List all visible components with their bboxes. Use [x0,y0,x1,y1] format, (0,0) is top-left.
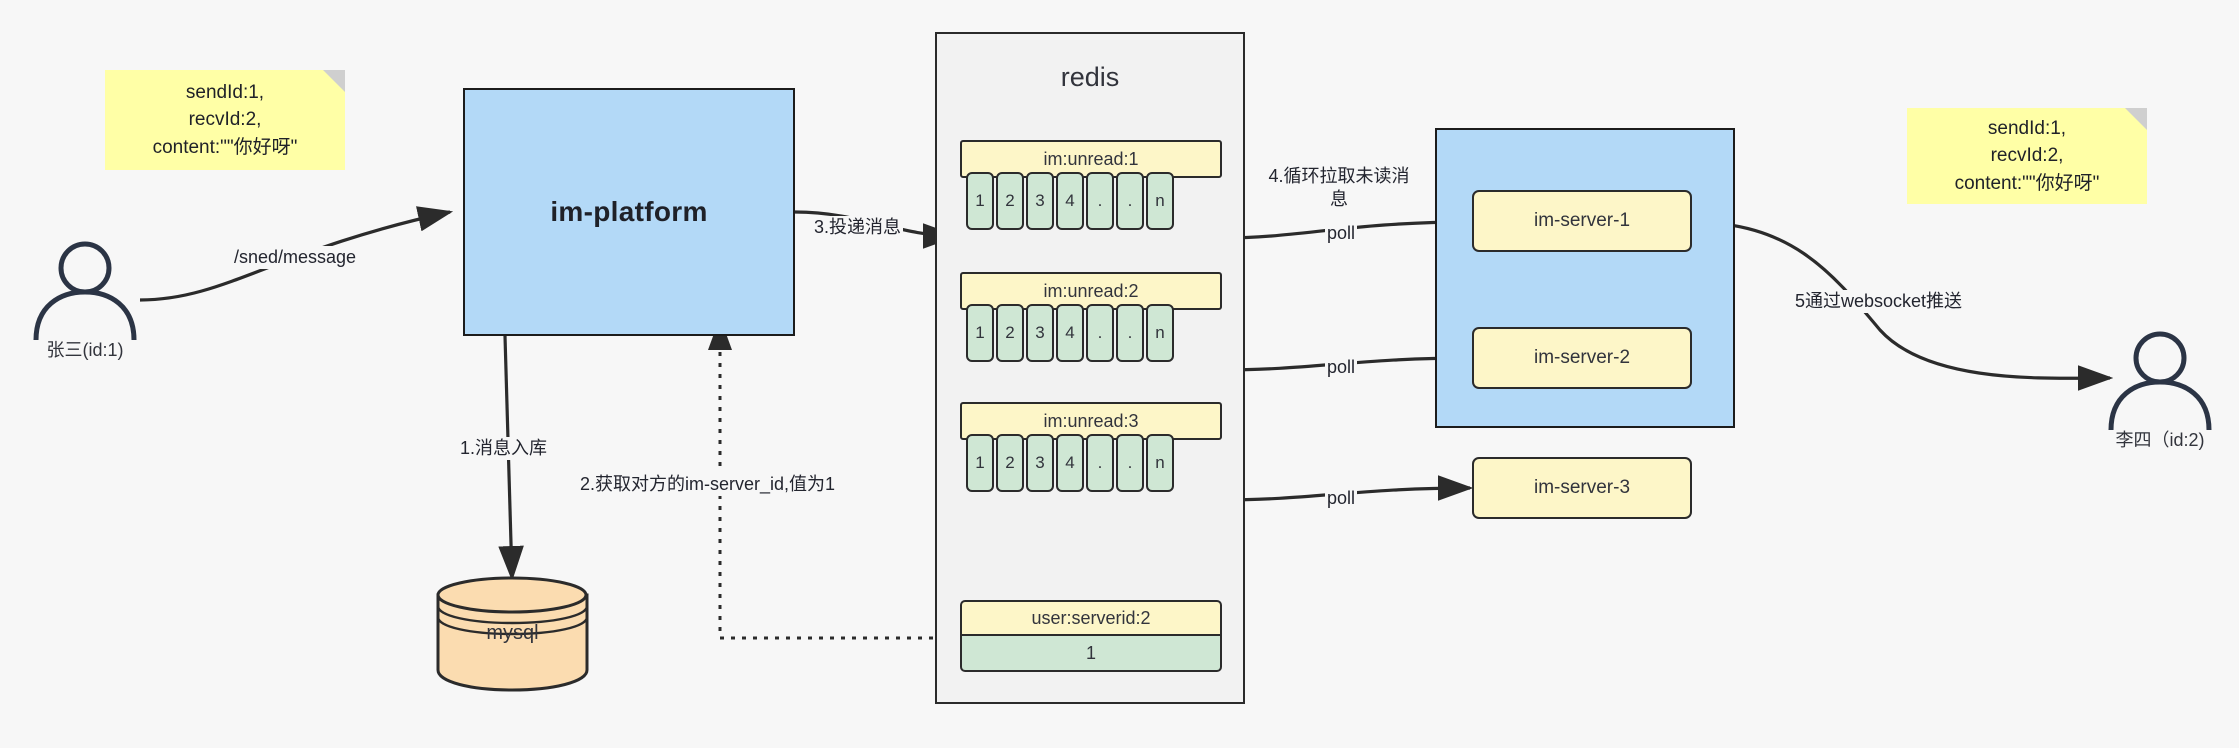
node-im-server-2[interactable]: im-server-2 [1472,327,1692,389]
node-mysql-label: mysql [486,622,539,644]
actor-sender: 张三(id:1) [20,240,150,370]
list-cell[interactable]: 2 [996,304,1024,362]
list-cell[interactable]: 4 [1056,434,1084,492]
node-mysql[interactable]: mysql [430,570,595,695]
node-im-server-1[interactable]: im-server-1 [1472,190,1692,252]
redis-list-cells: 1 2 3 4 . . n [966,172,1174,230]
list-cell[interactable]: 2 [996,172,1024,230]
list-cell[interactable]: n [1146,172,1174,230]
edge-label-step1: 1.消息入库 [458,437,550,460]
edge-label-step4: 4.循环拉取未读消息 [1258,165,1420,210]
list-cell[interactable]: n [1146,434,1174,492]
redis-list-cells: 1 2 3 4 . . n [966,434,1174,492]
list-cell[interactable]: . [1086,304,1114,362]
note-fold-icon [323,70,345,92]
person-icon [33,241,137,341]
list-cell[interactable]: 1 [966,434,994,492]
list-cell[interactable]: 3 [1026,434,1054,492]
list-cell[interactable]: n [1146,304,1174,362]
note-fold-icon [2125,108,2147,130]
node-im-server-1-label: im-server-1 [1533,210,1631,231]
edge-label-step2: 2.获取对方的im-server_id,值为1 [578,473,838,496]
message-note-left-text: sendId:1, recvId:2, content:""你好呀" [152,81,298,158]
edge-label-poll-2: poll [1325,356,1358,379]
person-icon [2108,331,2212,431]
list-cell[interactable]: 3 [1026,172,1054,230]
redis-kv-user-serverid: user:serverid:2 1 [960,600,1222,672]
redis-list-im-unread-1: im:unread:1 1 2 3 4 . . n [960,140,1222,252]
redis-kv-value[interactable]: 1 [960,636,1222,672]
list-cell[interactable]: . [1086,172,1114,230]
node-im-platform-label: im-platform [550,196,708,227]
actor-receiver: 李四（id:2) [2095,330,2225,460]
list-cell[interactable]: . [1116,172,1144,230]
list-cell[interactable]: . [1086,434,1114,492]
node-im-server-3-label: im-server-3 [1533,477,1631,498]
redis-list-im-unread-2: im:unread:2 1 2 3 4 . . n [960,272,1222,384]
message-note-right-text: sendId:1, recvId:2, content:""你好呀" [1954,117,2100,194]
list-cell[interactable]: 1 [966,304,994,362]
edge-label-poll-1: poll [1325,222,1358,245]
database-cylinder-icon [436,576,589,692]
node-im-platform[interactable]: im-platform [463,88,795,336]
edge-label-send-message: /sned/message [232,246,359,269]
list-cell[interactable]: . [1116,434,1144,492]
edge-label-step3: 3.投递消息 [812,216,904,239]
redis-list-cells: 1 2 3 4 . . n [966,304,1174,362]
message-note-left: sendId:1, recvId:2, content:""你好呀" [105,70,345,170]
node-im-server-3[interactable]: im-server-3 [1472,457,1692,519]
redis-list-key: im:unread:3 [960,402,1222,440]
list-cell[interactable]: 3 [1026,304,1054,362]
edge-label-step5: 5通过websocket推送 [1793,290,1965,313]
actor-sender-label: 张三(id:1) [46,340,124,360]
redis-kv-key: user:serverid:2 [960,600,1222,636]
list-cell[interactable]: 4 [1056,172,1084,230]
edge-label-poll-3: poll [1325,487,1358,510]
list-cell[interactable]: . [1116,304,1144,362]
node-redis-title: redis [1060,62,1120,92]
node-im-server-2-label: im-server-2 [1533,347,1631,368]
list-cell[interactable]: 4 [1056,304,1084,362]
actor-receiver-label: 李四（id:2) [2115,430,2205,450]
list-cell[interactable]: 1 [966,172,994,230]
message-note-right: sendId:1, recvId:2, content:""你好呀" [1907,108,2147,204]
redis-list-im-unread-3: im:unread:3 1 2 3 4 . . n [960,402,1222,514]
list-cell[interactable]: 2 [996,434,1024,492]
